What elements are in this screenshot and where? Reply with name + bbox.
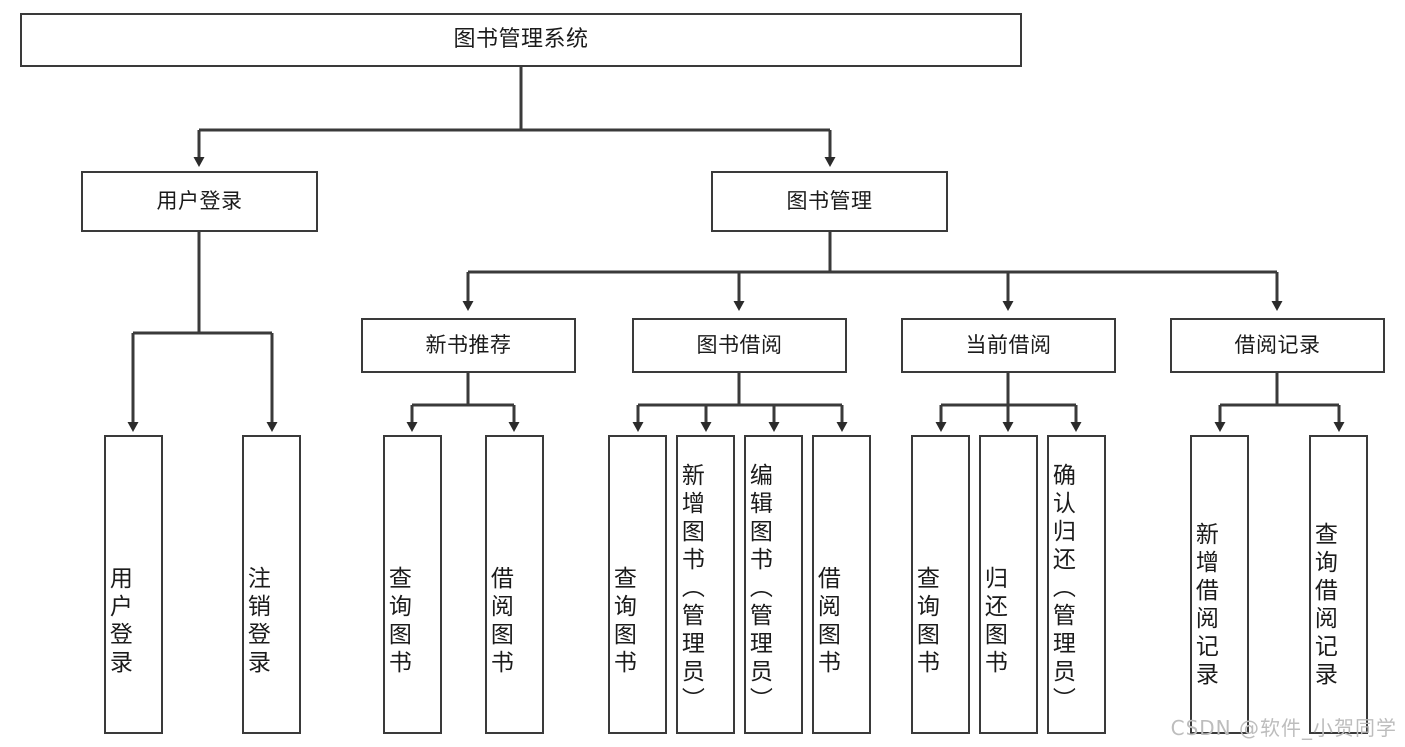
leaf-current-borrow-confirm-admin[interactable]: 确认归还（管理员） bbox=[1047, 435, 1106, 734]
leaf-label: 借阅图书 bbox=[813, 565, 840, 678]
leaf-new-book-query[interactable]: 查询图书 bbox=[383, 435, 442, 734]
leaf-book-borrow-query[interactable]: 查询图书 bbox=[608, 435, 667, 734]
leaf-borrow-record-add[interactable]: 新增借阅记录 bbox=[1190, 435, 1249, 734]
leaf-label: 查询图书 bbox=[912, 565, 939, 678]
leaf-label: 编辑图书（管理员） bbox=[745, 463, 772, 715]
leaf-label: 确认归还（管理员） bbox=[1048, 463, 1075, 715]
node-current-borrow[interactable]: 当前借阅 bbox=[901, 318, 1116, 373]
leaf-book-borrow-edit-admin[interactable]: 编辑图书（管理员） bbox=[744, 435, 803, 734]
leaf-user-login-signout[interactable]: 注销登录 bbox=[242, 435, 301, 734]
leaf-label: 查询图书 bbox=[384, 565, 411, 678]
leaf-new-book-borrow[interactable]: 借阅图书 bbox=[485, 435, 544, 734]
leaf-label: 归还图书 bbox=[980, 565, 1007, 678]
leaf-borrow-record-query[interactable]: 查询借阅记录 bbox=[1309, 435, 1368, 734]
leaf-label: 借阅图书 bbox=[486, 565, 513, 678]
leaf-book-borrow-add-admin[interactable]: 新增图书（管理员） bbox=[676, 435, 735, 734]
node-root-label: 图书管理系统 bbox=[453, 27, 589, 53]
node-borrow-record-label: 借阅记录 bbox=[1234, 333, 1321, 358]
leaf-current-borrow-query[interactable]: 查询图书 bbox=[911, 435, 970, 734]
leaf-label: 注销登录 bbox=[243, 565, 270, 678]
node-book-borrow[interactable]: 图书借阅 bbox=[632, 318, 847, 373]
node-current-borrow-label: 当前借阅 bbox=[965, 333, 1052, 358]
leaf-label: 用户登录 bbox=[105, 565, 132, 678]
node-book-management-label: 图书管理 bbox=[786, 189, 873, 214]
csdn-watermark: CSDN @软件_小贺同学 bbox=[1170, 716, 1397, 740]
node-borrow-record[interactable]: 借阅记录 bbox=[1170, 318, 1385, 373]
leaf-label: 新增借阅记录 bbox=[1191, 521, 1218, 690]
node-root[interactable]: 图书管理系统 bbox=[20, 13, 1022, 67]
node-user-login[interactable]: 用户登录 bbox=[81, 171, 318, 232]
leaf-book-borrow-borrow[interactable]: 借阅图书 bbox=[812, 435, 871, 734]
leaf-label: 查询借阅记录 bbox=[1310, 521, 1337, 690]
leaf-label: 新增图书（管理员） bbox=[677, 463, 704, 715]
node-book-borrow-label: 图书借阅 bbox=[696, 333, 783, 358]
leaf-label: 查询图书 bbox=[609, 565, 636, 678]
node-user-login-label: 用户登录 bbox=[156, 189, 243, 214]
node-new-book-recommend-label: 新书推荐 bbox=[425, 333, 512, 358]
leaf-current-borrow-return[interactable]: 归还图书 bbox=[979, 435, 1038, 734]
leaf-user-login-signin[interactable]: 用户登录 bbox=[104, 435, 163, 734]
node-book-management[interactable]: 图书管理 bbox=[711, 171, 948, 232]
node-new-book-recommend[interactable]: 新书推荐 bbox=[361, 318, 576, 373]
